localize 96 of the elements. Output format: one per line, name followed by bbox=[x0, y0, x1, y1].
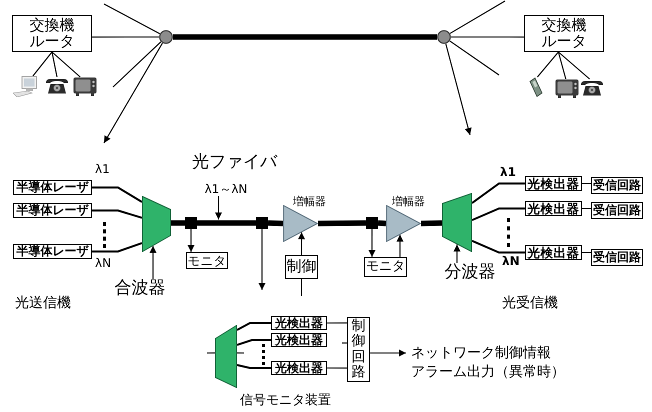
tap-coupler bbox=[185, 217, 197, 229]
thick-line bbox=[378, 220, 386, 226]
arrow bbox=[368, 229, 376, 257]
connector-line bbox=[112, 41, 162, 88]
photodetector-box: 光検出器 bbox=[271, 333, 327, 347]
control-box: 制御 bbox=[285, 255, 318, 279]
connector-line bbox=[449, 40, 500, 76]
connector-line bbox=[342, 342, 347, 344]
arrow bbox=[454, 244, 460, 263]
receiver-circuit-box: 受信回路 bbox=[591, 177, 643, 194]
connector-line bbox=[472, 240, 525, 254]
demultiplexer-symbol bbox=[215, 325, 237, 388]
component-name: 合波器 bbox=[110, 279, 170, 298]
arrow bbox=[298, 232, 306, 255]
arrow bbox=[150, 246, 157, 279]
photodetector-box: 光検出器 bbox=[271, 361, 327, 375]
tap-coupler bbox=[256, 217, 268, 229]
arrow bbox=[370, 350, 406, 356]
telephone-icon bbox=[580, 79, 604, 96]
control-circuit-box: 制御回路 bbox=[347, 317, 370, 382]
wavelength-label: λN bbox=[95, 257, 112, 270]
connector-line bbox=[450, 0, 506, 34]
receiver-circuit-box: 受信回路 bbox=[591, 202, 643, 219]
connector-line bbox=[92, 242, 142, 252]
arrow bbox=[445, 44, 472, 136]
connector-line bbox=[582, 252, 591, 254]
thick-line bbox=[420, 220, 442, 226]
connector-line bbox=[207, 352, 215, 354]
arrow bbox=[188, 229, 195, 252]
connector-line bbox=[92, 186, 143, 203]
amplifier-label: 増幅器 bbox=[293, 196, 326, 208]
connector-line bbox=[471, 182, 525, 204]
junction-circle bbox=[159, 30, 173, 44]
laser-box: 半導体レーザ bbox=[13, 180, 92, 195]
photodetector-box: 光検出器 bbox=[525, 245, 582, 260]
thick-line bbox=[173, 34, 437, 40]
monitor-box: モニタ bbox=[364, 257, 407, 277]
connector-line bbox=[236, 364, 271, 369]
connector-line bbox=[52, 52, 81, 78]
multiplexer-symbol bbox=[142, 196, 171, 252]
connector-line bbox=[236, 339, 271, 346]
photodetector-box: 光検出器 bbox=[525, 176, 582, 191]
connector-line bbox=[104, 4, 160, 34]
component-name: 分波器 bbox=[440, 263, 500, 282]
section-label: 光受信機 bbox=[502, 296, 558, 312]
junction-circle bbox=[437, 30, 451, 44]
television-icon bbox=[73, 77, 97, 96]
arrow bbox=[104, 42, 163, 144]
connector-line bbox=[237, 352, 244, 354]
amplifier-triangle bbox=[283, 205, 318, 242]
connector-line bbox=[536, 52, 559, 78]
connector-line bbox=[92, 210, 142, 219]
monitor-box: モニタ bbox=[186, 252, 228, 269]
connector-line bbox=[451, 36, 524, 38]
wavelength-label: λ1 bbox=[95, 163, 110, 176]
switch-router-box: 交換機 ルータ bbox=[524, 15, 604, 52]
section-label: 信号モニタ装置 bbox=[240, 394, 331, 408]
photodetector-box: 光検出器 bbox=[525, 201, 582, 216]
thick-line bbox=[318, 220, 366, 226]
connector-line bbox=[472, 208, 525, 222]
telephone-icon bbox=[45, 77, 69, 94]
thick-line bbox=[171, 220, 185, 226]
television-icon bbox=[555, 79, 579, 98]
thick-line bbox=[197, 220, 256, 226]
section-label: 光送信機 bbox=[15, 296, 71, 312]
computer-icon bbox=[13, 76, 37, 97]
wavelength-text: λ1～λN bbox=[192, 183, 260, 196]
mobile-phone-icon bbox=[529, 77, 543, 97]
connector-line bbox=[51, 52, 58, 78]
demultiplexer-symbol bbox=[442, 193, 472, 252]
output-text: ネットワーク制御情報 アラーム出力（異常時） bbox=[406, 343, 576, 383]
receiver-circuit-box: 受信回路 bbox=[591, 249, 643, 266]
thick-line bbox=[268, 220, 284, 226]
arrow bbox=[258, 229, 266, 290]
arrow bbox=[396, 234, 404, 257]
wavelength-label: λ1 bbox=[500, 166, 516, 180]
connector-line bbox=[327, 322, 347, 324]
switch-router-box: 交換機 ルータ bbox=[12, 15, 92, 52]
connector-line bbox=[236, 322, 271, 331]
laser-box: 半導体レーザ bbox=[13, 244, 92, 259]
connector-line bbox=[558, 52, 566, 80]
arrow bbox=[215, 196, 222, 220]
wavelength-label: λN bbox=[502, 255, 520, 268]
fiber-label: 光ファイバ bbox=[192, 153, 277, 172]
connector-line bbox=[582, 208, 591, 210]
connector-line bbox=[92, 36, 159, 38]
connector-line bbox=[300, 279, 302, 296]
photodetector-box: 光検出器 bbox=[271, 316, 327, 330]
tap-coupler bbox=[366, 217, 378, 229]
connector-line bbox=[558, 52, 590, 80]
laser-box: 半導体レーザ bbox=[13, 203, 92, 218]
connector-line bbox=[32, 52, 52, 76]
amplifier-triangle bbox=[386, 205, 421, 242]
amplifier-label: 増幅器 bbox=[392, 196, 425, 208]
connector-line bbox=[327, 367, 347, 369]
connector-line bbox=[582, 182, 591, 184]
